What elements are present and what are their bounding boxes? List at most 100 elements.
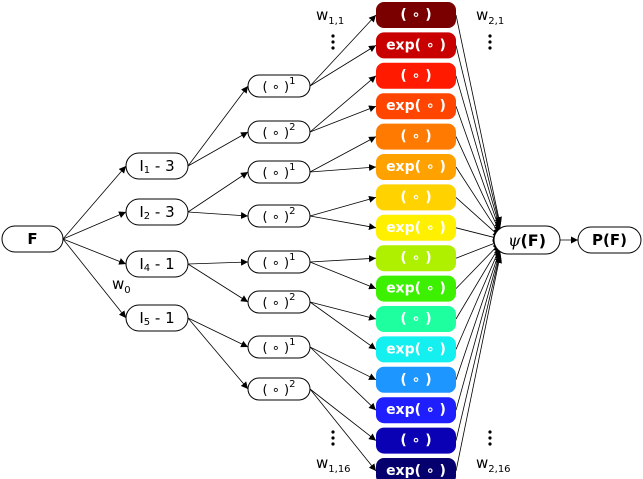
feature-node: exp( ∘ ) xyxy=(376,336,456,363)
edge-feature-to-psi xyxy=(455,245,501,320)
weight-label-w0: w0 xyxy=(112,275,131,296)
power-node: ( ∘ )1 xyxy=(247,74,311,98)
edge-power-to-feature xyxy=(309,215,377,231)
feature-node-label: exp( ∘ ) xyxy=(386,463,446,479)
power-node: ( ∘ )1 xyxy=(247,250,311,274)
power-node-label: ( ∘ )1 xyxy=(263,252,296,271)
edge-power-to-feature xyxy=(309,164,377,173)
edge-layer1-to-power xyxy=(187,211,249,220)
feature-node-label: exp( ∘ ) xyxy=(386,159,446,175)
ellipsis-w1-top xyxy=(331,34,335,50)
edge-power-to-feature xyxy=(309,261,377,290)
feature-node: exp( ∘ ) xyxy=(376,275,456,302)
power-node: ( ∘ )1 xyxy=(247,335,311,359)
edge-feature-to-psi xyxy=(455,251,502,411)
feature-node: ( ∘ ) xyxy=(376,2,456,28)
input-node-label: F xyxy=(27,230,37,248)
ellipsis-layer xyxy=(331,34,492,446)
edge-layer1-to-power xyxy=(187,85,249,167)
edge-feature-to-psi xyxy=(455,75,502,229)
edge-power-to-feature xyxy=(309,75,377,133)
power-node: ( ∘ )2 xyxy=(247,377,311,401)
psi-node: ψ(F) xyxy=(493,225,561,255)
ellipsis-w2-bottom xyxy=(488,430,492,446)
edge-power-to-feature xyxy=(309,301,377,321)
feature-node-label: ( ∘ ) xyxy=(400,189,431,205)
edge-feature-to-psi xyxy=(455,242,501,289)
power-node: ( ∘ )2 xyxy=(247,204,311,228)
output-node-label: P(F) xyxy=(592,231,627,249)
edge-feature-to-psi xyxy=(455,249,502,380)
edge-input-to-layer1 xyxy=(62,165,127,240)
edge-power-to-feature xyxy=(309,346,377,381)
edge-feature-to-psi xyxy=(455,253,502,441)
edge-input-to-layer1 xyxy=(62,211,127,240)
feature-node: ( ∘ ) xyxy=(376,366,456,393)
edge-layer1-to-power xyxy=(187,317,249,348)
weight-label-w1-first: w1,1 xyxy=(316,6,344,27)
edges-layer xyxy=(62,14,578,472)
edge-layer1-to-power xyxy=(187,317,249,390)
layer1-node: I4 - 1 xyxy=(125,250,189,278)
edge-power-to-feature xyxy=(309,346,377,411)
power-node: ( ∘ )2 xyxy=(247,120,311,144)
power-node-label: ( ∘ )2 xyxy=(263,379,296,398)
feature-node: ( ∘ ) xyxy=(376,306,456,332)
weight-label-w1-last: w1,16 xyxy=(316,454,351,475)
feature-node: ( ∘ ) xyxy=(376,245,456,272)
feature-node: ( ∘ ) xyxy=(376,62,456,89)
edge-input-to-layer1 xyxy=(62,238,127,265)
edge-power-to-feature xyxy=(309,388,377,472)
edge-input-to-layer1 xyxy=(62,238,127,319)
feature-node: exp( ∘ ) xyxy=(376,154,456,180)
edge-feature-to-psi xyxy=(455,255,503,472)
feature-node: ( ∘ ) xyxy=(376,123,456,150)
ellipsis-w1-bottom xyxy=(331,430,335,446)
feature-node: ( ∘ ) xyxy=(376,184,456,211)
layer1-node: I5 - 1 xyxy=(125,304,189,332)
feature-node-label: ( ∘ ) xyxy=(400,311,431,327)
feature-node-label: ( ∘ ) xyxy=(400,372,431,388)
edge-power-to-feature xyxy=(309,195,377,217)
feature-node-label: ( ∘ ) xyxy=(400,433,431,449)
feature-node-label: ( ∘ ) xyxy=(400,250,431,266)
feature-node-label: exp( ∘ ) xyxy=(386,37,446,53)
ellipsis-w2-top xyxy=(488,34,492,50)
power-node: ( ∘ )1 xyxy=(247,160,311,184)
feature-node-label: exp( ∘ ) xyxy=(386,220,446,236)
edge-feature-to-psi xyxy=(455,136,501,233)
feature-node-label: exp( ∘ ) xyxy=(386,98,446,114)
feature-node-label: ( ∘ ) xyxy=(400,68,431,84)
psi-node-label: ψ(F) xyxy=(508,231,546,250)
edge-layer1-to-power xyxy=(187,258,249,266)
power-node-label: ( ∘ )2 xyxy=(263,122,296,141)
output-node: P(F) xyxy=(577,226,642,254)
edge-feature-to-psi xyxy=(455,14,502,225)
feature-node: exp( ∘ ) xyxy=(376,458,456,479)
feature-node: ( ∘ ) xyxy=(376,427,456,454)
edge-feature-to-psi xyxy=(455,106,501,231)
edge-feature-to-psi xyxy=(455,227,501,241)
layer1-node-label: I2 - 3 xyxy=(139,203,174,222)
feature-node-label: exp( ∘ ) xyxy=(386,341,446,357)
layer1-node-label: I4 - 1 xyxy=(139,255,174,274)
edge-layer1-to-power xyxy=(187,131,249,167)
edge-power-to-feature xyxy=(309,45,377,87)
power-node-label: ( ∘ )1 xyxy=(263,76,296,95)
feature-node: exp( ∘ ) xyxy=(376,214,456,241)
feature-node-label: exp( ∘ ) xyxy=(386,402,446,418)
edge-feature-to-psi xyxy=(455,247,501,350)
power-node-label: ( ∘ )1 xyxy=(263,162,296,181)
feature-node: exp( ∘ ) xyxy=(376,32,456,59)
edge-feature-to-psi xyxy=(455,166,501,235)
power-node-label: ( ∘ )2 xyxy=(263,206,296,225)
edge-layer1-to-power xyxy=(187,263,249,303)
feature-node-label: exp( ∘ ) xyxy=(386,281,446,297)
edge-power-to-feature xyxy=(309,14,377,87)
edge-layer1-to-power xyxy=(187,171,249,213)
edge-power-to-feature xyxy=(309,105,377,133)
edge-feature-to-psi xyxy=(455,197,501,238)
